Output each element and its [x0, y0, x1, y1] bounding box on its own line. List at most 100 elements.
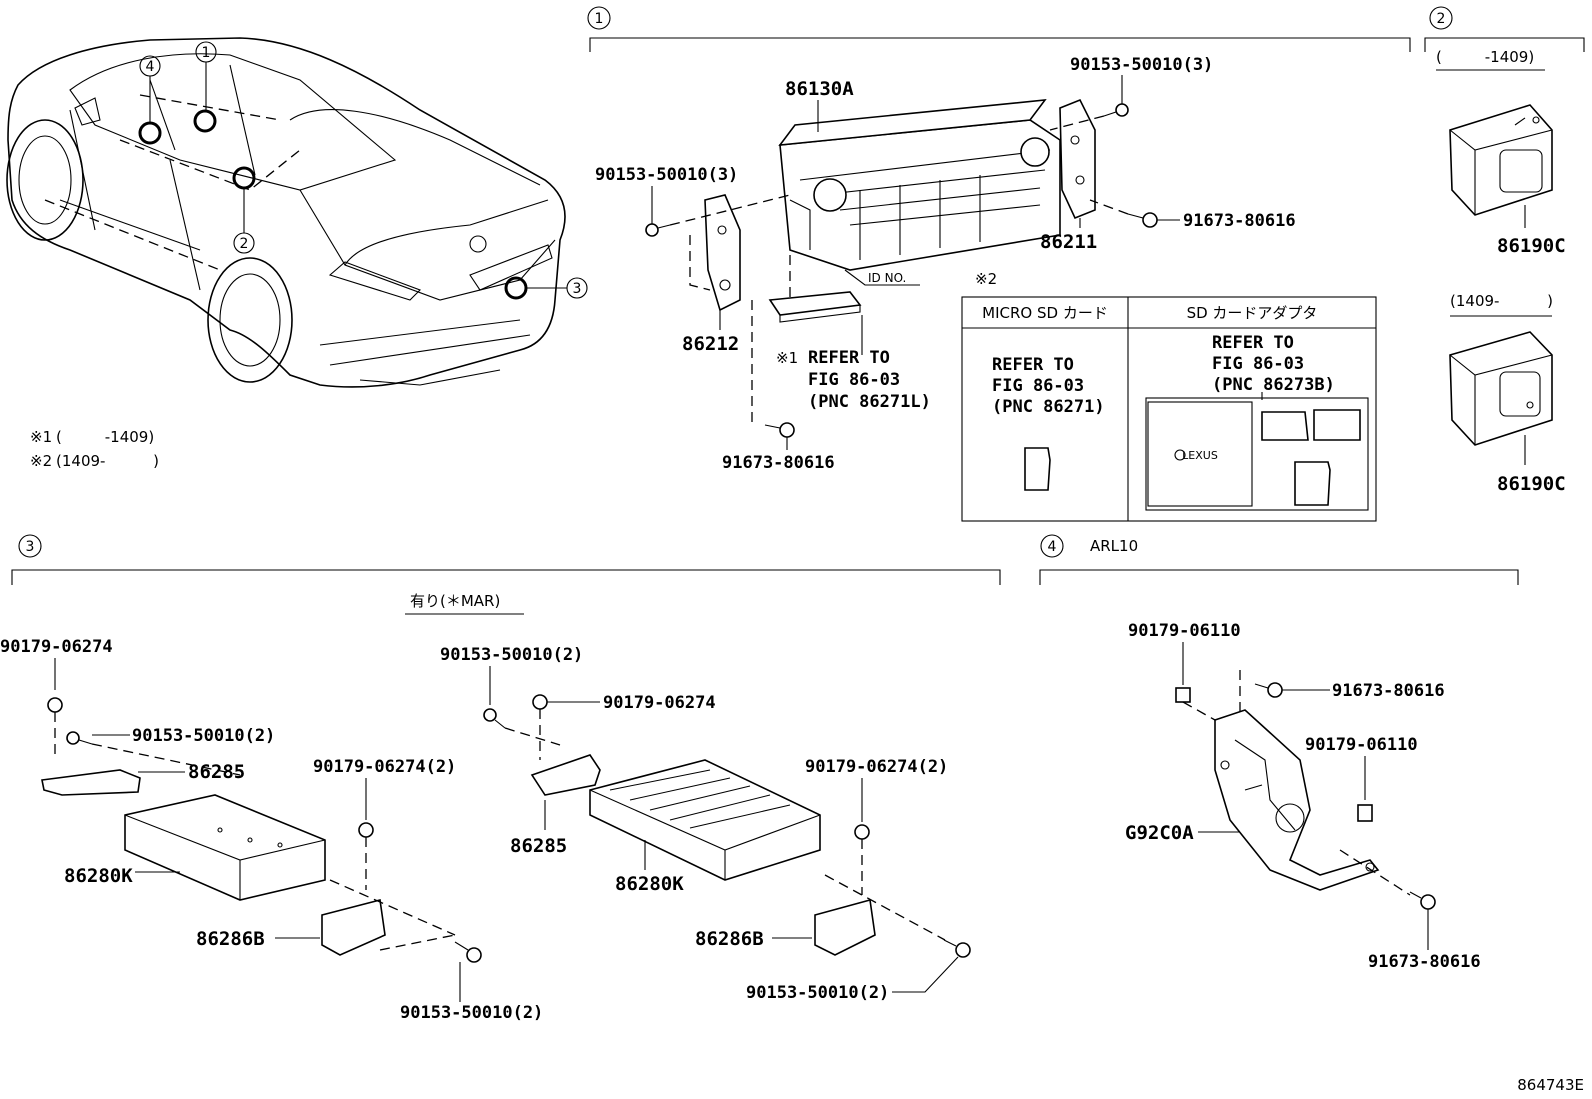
- screw-s3r-bottom: [943, 939, 971, 958]
- callout-2: 2: [233, 232, 255, 254]
- head-unit-86130A: [778, 99, 1061, 271]
- label-bolt-right: 91673-80616: [1183, 211, 1296, 231]
- bolt-s4-bottom: [1409, 891, 1436, 910]
- label-id-no: ID NO.: [868, 271, 906, 285]
- usb-icon: [1532, 116, 1540, 124]
- bracket-86212: [704, 194, 741, 312]
- label-s4-G92C0A: G92C0A: [1125, 822, 1194, 844]
- nut-s3l-top: [47, 697, 63, 713]
- label-86130A: 86130A: [785, 78, 854, 100]
- section-2: 2 ( -1409) 86190C (1409- ) 86190C: [1424, 6, 1585, 495]
- refer1-line1: REFER TO: [808, 348, 890, 368]
- sd-table-mark: ※2: [975, 270, 997, 288]
- svg-text:4: 4: [146, 59, 155, 75]
- car-overview: 4 1 2 3: [6, 37, 588, 388]
- label-s3l-nut-top: 90179-06274: [0, 637, 113, 657]
- nut-s3r-right: [854, 824, 870, 840]
- sd-col2-refer-2: FIG 86-03: [1212, 354, 1304, 374]
- label-86190C-bottom: 86190C: [1497, 473, 1566, 495]
- usb-icon-bottom: [1526, 401, 1534, 409]
- sd-col1-refer-2: FIG 86-03: [992, 376, 1084, 396]
- bracket-86285-left: [41, 769, 141, 796]
- bolt-bottom-91673: [764, 422, 795, 438]
- section-1-number: 1: [595, 11, 604, 27]
- label-s3r-screw-bottom: 90153-50010(2): [746, 983, 889, 1003]
- section-3: 3 有り(＊MAR) 90179-06274 90153-50010(2) 86…: [0, 534, 1001, 1023]
- footnotes: ※1 ( -1409) ※2 (1409- ): [30, 428, 159, 470]
- label-86190C-top: 86190C: [1497, 235, 1566, 257]
- amplifier-86280K-right: [589, 759, 821, 881]
- callout-4: 4: [139, 55, 161, 77]
- nut-s3r-top: [532, 694, 548, 710]
- bolt-right-91673: [1127, 212, 1158, 228]
- section-4: 4 ARL10 90179-06110 91673-80616 G92C0A 9…: [1039, 534, 1519, 972]
- usb-port-bottom: [1449, 331, 1553, 446]
- label-s3r-screw-top: 90153-50010(2): [440, 645, 583, 665]
- section-2-range-top: ( -1409): [1436, 48, 1534, 66]
- footnote-2-mark: ※2: [30, 452, 52, 470]
- option-label-mar: 有り(＊MAR): [410, 592, 500, 610]
- svg-text:3: 3: [573, 281, 582, 297]
- screw-s3l-top: [66, 731, 93, 745]
- section-3-number: 3: [26, 539, 35, 555]
- label-s4-nut-mid: 90179-06110: [1305, 735, 1418, 755]
- label-s4-nut-top: 90179-06110: [1128, 621, 1241, 641]
- nut-s4-top: [1175, 687, 1191, 703]
- screw-s3l-bottom: [454, 941, 482, 963]
- label-s3l-screw-top: 90153-50010(2): [132, 726, 275, 746]
- svg-text:2: 2: [240, 236, 249, 252]
- label-s3l-86286B: 86286B: [196, 928, 265, 950]
- sd-col1-refer-3: (PNC 86271): [992, 397, 1105, 417]
- bracket-86285-right: [530, 754, 601, 796]
- screw-s3r-top: [483, 708, 506, 729]
- amplifier-86280K-left: [124, 794, 326, 901]
- label-86212: 86212: [682, 333, 739, 355]
- label-s3l-86285: 86285: [188, 761, 245, 783]
- footnote-1-mark: ※1: [30, 428, 52, 446]
- sd-col2-refer-3: (PNC 86273B): [1212, 375, 1335, 395]
- usb-port-top: [1449, 104, 1553, 216]
- sd-col1-refer-1: REFER TO: [992, 355, 1074, 375]
- label-s4-bolt-bottom: 91673-80616: [1368, 952, 1481, 972]
- screw-left-90153: [645, 223, 671, 237]
- section-2-range-bottom: (1409- ): [1450, 292, 1553, 310]
- label-s3r-nut-right: 90179-06274(2): [805, 757, 948, 777]
- refer1-line3: (PNC 86271L): [808, 392, 931, 412]
- lexus-logo-icon: [1174, 449, 1186, 461]
- bracket-86211: [1059, 98, 1096, 220]
- diagram-id: 864743E: [1517, 1076, 1584, 1094]
- bracket-86286B-left: [321, 899, 386, 956]
- sd-col2-header: SD カードアダプタ: [1187, 304, 1318, 322]
- label-s3l-nut-right: 90179-06274(2): [313, 757, 456, 777]
- section-4-number: 4: [1048, 539, 1057, 555]
- callout-1: 1: [195, 41, 217, 63]
- screw-top-90153: [1103, 103, 1129, 117]
- lexus-logo-text: LEXUS: [1182, 449, 1218, 462]
- section-3-left: 90179-06274 90153-50010(2) 86285 86280K …: [0, 637, 543, 1023]
- section-3-right: 90153-50010(2) 90179-06274 86285 86280K …: [440, 645, 971, 1003]
- bracket-86286B-right: [814, 898, 876, 956]
- label-s3l-86280K: 86280K: [64, 865, 133, 887]
- label-s3l-screw-bottom: 90153-50010(2): [400, 1003, 543, 1023]
- label-s4-bolt-top: 91673-80616: [1332, 681, 1445, 701]
- nut-s3l-right: [358, 822, 374, 838]
- sd-card-table: ※2 MICRO SD カード SD カードアダプタ REFER TO FIG …: [961, 270, 1377, 522]
- section-4-model: ARL10: [1090, 537, 1138, 555]
- bolt-s4-top: [1254, 682, 1283, 698]
- label-bolt-bottom: 91673-80616: [722, 453, 835, 473]
- section-2-number: 2: [1437, 11, 1446, 27]
- refer1-line2: FIG 86-03: [808, 370, 900, 390]
- label-s3r-86285: 86285: [510, 835, 567, 857]
- label-86211: 86211: [1040, 231, 1097, 253]
- label-s3r-86280K: 86280K: [615, 873, 684, 895]
- micro-sd-card: [1024, 447, 1051, 491]
- label-screw-top: 90153-50010(3): [1070, 55, 1213, 75]
- refer1-mark: ※1: [776, 349, 798, 367]
- svg-text:1: 1: [202, 45, 211, 61]
- module-G92C0A: [1214, 709, 1380, 891]
- sd-col2-refer-1: REFER TO: [1212, 333, 1294, 353]
- section-1: 1 86130A ID NO. 86: [587, 6, 1411, 522]
- callout-3: 3: [566, 277, 588, 299]
- nut-s4-mid: [1357, 804, 1373, 822]
